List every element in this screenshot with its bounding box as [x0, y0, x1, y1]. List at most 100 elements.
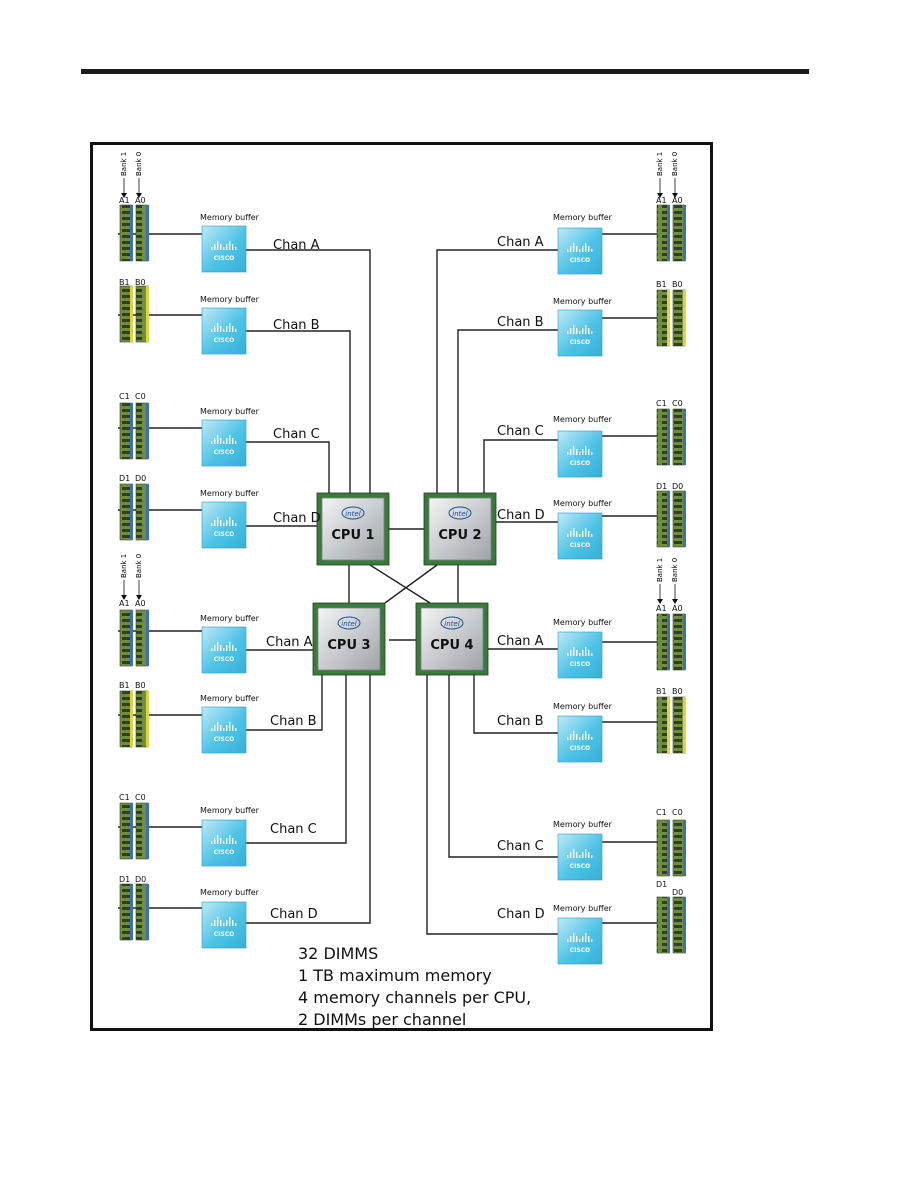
- bank0-label-right-bottom: Bank 0: [671, 557, 679, 582]
- memory-buffer-caption-right-6: Memory buffer: [553, 702, 612, 711]
- memory-buffer-left-1: CISCO: [201, 225, 247, 273]
- memory-buffer-right-2: CISCO: [557, 309, 603, 357]
- dimm-pair-right-b: [656, 289, 686, 347]
- memory-buffer-left-7: CISCO: [201, 819, 247, 867]
- slot-label-d1: D1: [656, 880, 668, 889]
- diagram-frame: [90, 142, 713, 1031]
- header-rule: [81, 69, 809, 74]
- bank0-label-left-top: Bank 0: [135, 151, 143, 176]
- slot-label-b0: B0: [135, 278, 146, 287]
- slot-label-c1: C1: [119, 793, 130, 802]
- cpu-label: CPU 2: [438, 528, 481, 543]
- dimm-pair-right-c: [656, 819, 686, 877]
- chan-label-right-7: Chan C: [497, 839, 544, 854]
- dimm-pair-left-c: [119, 402, 149, 460]
- memory-buffer-caption-left-3: Memory buffer: [200, 407, 259, 416]
- cisco-logo-text: CISCO: [570, 460, 590, 467]
- chan-label-right-4: Chan D: [497, 508, 545, 523]
- dimm-pair-left-a: [119, 609, 149, 667]
- memory-buffer-caption-right-8: Memory buffer: [553, 904, 612, 913]
- slot-label-a0: A0: [135, 196, 146, 205]
- cpu-label: CPU 1: [331, 528, 374, 543]
- chan-label-right-2: Chan B: [497, 315, 544, 330]
- slot-label-b0: B0: [672, 280, 683, 289]
- slot-label-b1: B1: [656, 687, 667, 696]
- dimm-pair-left-c: [119, 802, 149, 860]
- dimm-pair-right-c: [656, 408, 686, 466]
- cisco-logo-text: CISCO: [214, 531, 234, 538]
- slot-label-d0: D0: [672, 888, 684, 897]
- intel-logo: intel: [452, 510, 467, 518]
- chan-label-right-3: Chan C: [497, 424, 544, 439]
- chan-label-left-3: Chan C: [273, 427, 320, 442]
- slot-label-d0: D0: [135, 474, 147, 483]
- memory-buffer-caption-right-5: Memory buffer: [553, 618, 612, 627]
- slot-label-c0: C0: [135, 392, 146, 401]
- slot-label-c0: C0: [672, 399, 683, 408]
- cisco-logo-text: CISCO: [570, 745, 590, 752]
- memory-buffer-caption-left-6: Memory buffer: [200, 694, 259, 703]
- memory-buffer-right-4: CISCO: [557, 512, 603, 560]
- slot-label-a0: A0: [672, 196, 683, 205]
- note-channels-per-cpu: 4 memory channels per CPU,: [298, 988, 532, 1007]
- memory-buffer-right-3: CISCO: [557, 430, 603, 478]
- slot-label-b1: B1: [119, 681, 130, 690]
- cisco-logo-text: CISCO: [570, 257, 590, 264]
- chan-label-left-2: Chan B: [273, 318, 320, 333]
- cisco-logo-text: CISCO: [214, 849, 234, 856]
- cisco-logo-text: CISCO: [570, 542, 590, 549]
- slot-label-b1: B1: [119, 278, 130, 287]
- chan-label-right-5: Chan A: [497, 634, 544, 649]
- slot-label-d1: D1: [119, 875, 131, 884]
- dimm-pair-right-d: [656, 896, 686, 954]
- chan-label-left-8: Chan D: [270, 907, 318, 922]
- dimm-pair-right-b: [656, 696, 686, 754]
- slot-label-d1: D1: [119, 474, 131, 483]
- slot-label-c1: C1: [119, 392, 130, 401]
- bank1-label-right-top: Bank 1: [656, 151, 664, 176]
- chan-label-left-5: Chan A: [266, 635, 313, 650]
- cpu-label: CPU 3: [327, 638, 370, 653]
- cisco-logo-text: CISCO: [214, 656, 234, 663]
- note-dimms-per-channel: 2 DIMMs per channel: [298, 1010, 467, 1029]
- memory-buffer-caption-right-4: Memory buffer: [553, 499, 612, 508]
- bank1-label-right-bottom: Bank 1: [656, 557, 664, 582]
- dimm-pair-right-d: [656, 490, 686, 548]
- memory-buffer-right-6: CISCO: [557, 715, 603, 763]
- slot-label-a1: A1: [656, 604, 667, 613]
- cisco-logo-text: CISCO: [214, 337, 234, 344]
- intel-logo: intel: [444, 620, 459, 628]
- slot-label-b0: B0: [672, 687, 683, 696]
- slot-label-c1: C1: [656, 808, 667, 817]
- bank1-label-left-top: Bank 1: [120, 151, 128, 176]
- slot-label-b0: B0: [135, 681, 146, 690]
- slot-label-a0: A0: [672, 604, 683, 613]
- chan-label-left-1: Chan A: [273, 238, 320, 253]
- cisco-logo-text: CISCO: [214, 931, 234, 938]
- bank1-label-left-bottom: Bank 1: [120, 553, 128, 578]
- bank0-label-left-bottom: Bank 0: [135, 553, 143, 578]
- memory-buffer-right-7: CISCO: [557, 833, 603, 881]
- memory-buffer-left-5: CISCO: [201, 626, 247, 674]
- cisco-logo-text: CISCO: [570, 339, 590, 346]
- note-dimm-count: 32 DIMMS: [298, 944, 379, 963]
- dimm-pair-left-a: [119, 204, 149, 262]
- dimm-pair-right-a: [656, 613, 686, 671]
- memory-buffer-left-4: CISCO: [201, 501, 247, 549]
- memory-buffer-left-3: CISCO: [201, 419, 247, 467]
- slot-label-b1: B1: [656, 280, 667, 289]
- intel-logo: intel: [341, 620, 356, 628]
- memory-buffer-right-5: CISCO: [557, 631, 603, 679]
- slot-label-a1: A1: [119, 196, 130, 205]
- dimm-pair-left-b: [119, 690, 149, 748]
- chan-label-left-7: Chan C: [270, 822, 317, 837]
- slot-label-c0: C0: [672, 808, 683, 817]
- memory-buffer-left-2: CISCO: [201, 307, 247, 355]
- cisco-logo-text: CISCO: [214, 449, 234, 456]
- memory-buffer-caption-left-8: Memory buffer: [200, 888, 259, 897]
- slot-label-a1: A1: [119, 599, 130, 608]
